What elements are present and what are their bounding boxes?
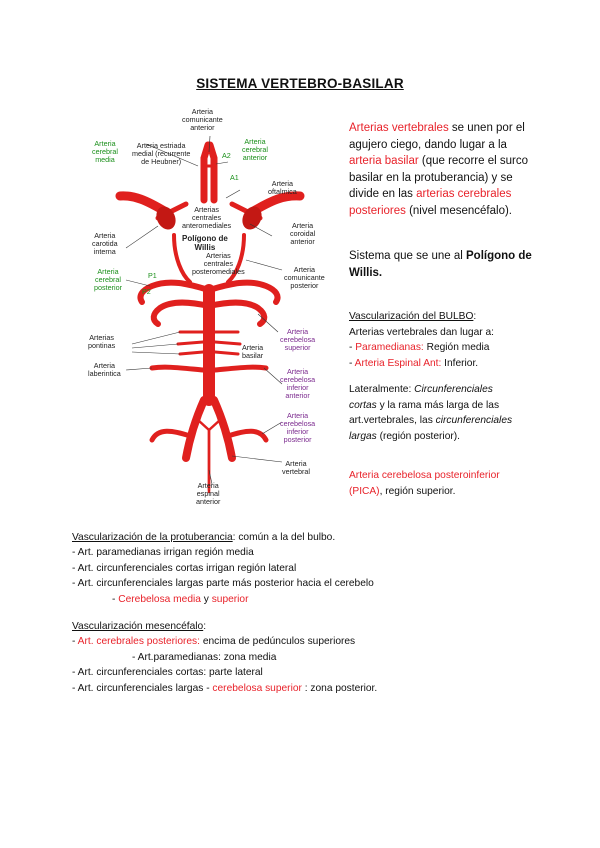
bulbo-heading: Vascularización del BULBO (349, 311, 474, 322)
text: : común a la del bulbo. (232, 532, 336, 543)
note-line: - Art. circunferenciales largas parte má… (72, 578, 374, 590)
text-red: Art. cerebrales posteriores: (77, 636, 200, 648)
text: encima de pedúnculos superiores (199, 636, 356, 648)
note-line: - Art.paramedianas: zona media (132, 651, 277, 663)
text: : (473, 311, 477, 322)
artery-diagram (115, 135, 305, 494)
text: (que recorre el surco basilar en la prot… (349, 155, 528, 200)
text-red: arterias cerebrales posteriores (349, 188, 512, 217)
willis-paragraph: Sistema que se une al Polígono de Willis… (349, 248, 539, 281)
text-red: Paramedianas: (355, 342, 424, 353)
text: (región posterior). (376, 430, 460, 442)
mesencefalo-heading: Vascularización mesencéfalo (72, 621, 204, 633)
note-line: - Art. circunferenciales cortas irrigan … (72, 562, 297, 574)
label-a1: A1 (230, 173, 239, 182)
text: y la rama más larga de las art.vertebral… (349, 399, 500, 427)
label-a2: A2 (222, 151, 231, 160)
text: - (112, 593, 119, 605)
text: : zona posterior. (301, 682, 378, 694)
text: Región media (423, 342, 490, 353)
protuberancia-heading: Vascularización de la protuberancia (72, 532, 233, 543)
text: - Art. circunferenciales largas - (72, 682, 213, 694)
bulbo-line: Arterias vertebrales dan lugar a: (349, 326, 494, 338)
bottom-notes: Vascularización de la protuberancia: com… (72, 530, 552, 696)
page-title: SISTEMA VERTEBRO-BASILAR (196, 76, 404, 91)
text-bold: Polígono de Willis. (349, 250, 532, 279)
text: - (349, 357, 355, 369)
text-red: superior (211, 593, 249, 605)
text-red: arteria basilar (349, 155, 419, 167)
text-red: Arteria cerebelosa posteroinferior (PICA… (349, 470, 500, 497)
bulbo-section: Vascularización del BULBO: Arterias vert… (349, 309, 539, 371)
pica-paragraph: Arteria cerebelosa posteroinferior (PICA… (349, 468, 509, 499)
text: - (72, 636, 78, 648)
text-italic: circunferenciales largas (349, 415, 513, 442)
text: Inferior. (441, 357, 479, 369)
text-red: Arteria Espinal Ant: (354, 357, 442, 369)
text: y (200, 593, 212, 605)
text: (nivel mesencéfalo). (405, 204, 512, 217)
text: - (349, 342, 356, 353)
text-red: cerebelosa superior (212, 682, 302, 694)
note-line: - Art. circunferenciales cortas: parte l… (72, 667, 263, 679)
label-p2: P2 (142, 287, 151, 296)
text: : (203, 621, 207, 633)
intro-paragraph: Arterias vertebrales se unen por el aguj… (349, 120, 539, 219)
note-line: - Art. paramedianas irrigan región media (72, 547, 254, 559)
text: se unen por el agujero ciego, dando luga… (349, 122, 525, 151)
text-red: Arterias vertebrales (349, 122, 449, 134)
label-p1: P1 (148, 271, 157, 280)
text: Sistema que se une al (349, 250, 466, 262)
text-italic: Circunferenciales cortas (349, 384, 493, 411)
lateral-paragraph: Lateralmente: Circunferenciales cortas y… (349, 382, 521, 444)
text: Lateralmente: (349, 384, 415, 395)
text-red: Cerebelosa media (118, 593, 201, 605)
text: , región superior. (379, 485, 456, 497)
